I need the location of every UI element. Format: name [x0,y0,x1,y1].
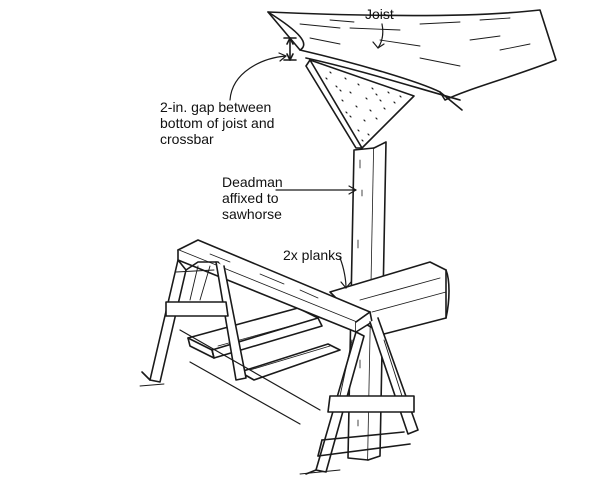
joist-label: Joist [365,6,394,22]
deadman-label: Deadman affixed to sawhorse [222,174,283,222]
planks-leader [339,257,347,289]
planks-label: 2x planks [283,247,343,263]
leader-lines [229,23,385,289]
gap-leader [229,55,287,101]
sawhorse [139,239,419,475]
joist [267,9,557,111]
joist-leader [377,23,384,49]
gap-dimension [283,37,297,61]
planks [187,261,450,381]
deadman-crossbar [305,59,415,149]
gap-label: 2-in. gap between bottom of joist and cr… [160,99,275,147]
